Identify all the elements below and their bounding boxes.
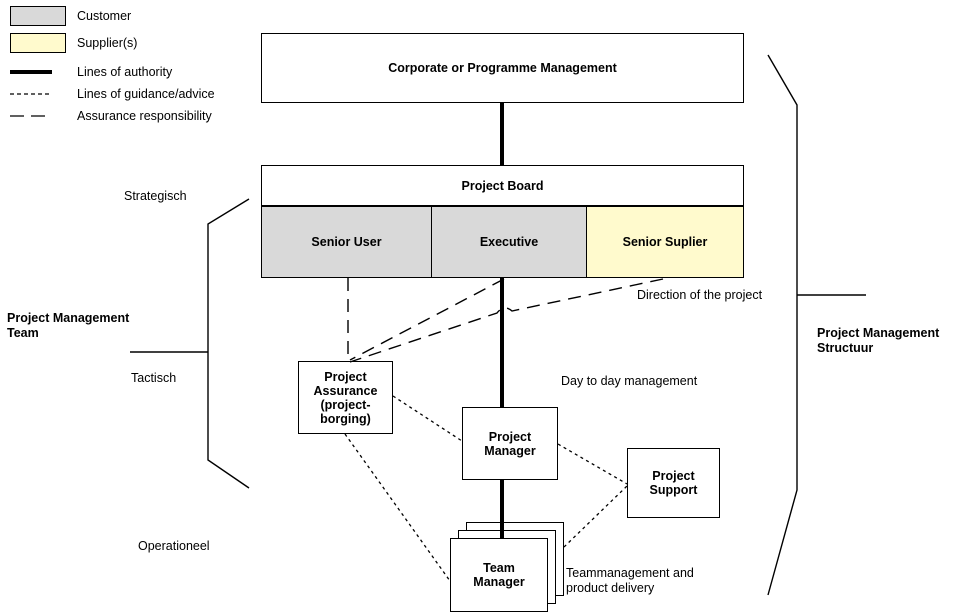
guidance-assurance-to-team-manager <box>344 433 451 582</box>
node-senior-user[interactable]: Senior User <box>261 206 432 278</box>
guidance-assurance-to-pm <box>392 395 463 442</box>
brace-label-pm-team: Project Management Team <box>7 311 130 340</box>
legend-swatch-customer <box>10 6 66 26</box>
node-project-board[interactable]: Project Board <box>261 165 744 207</box>
legend-label-suppliers: Supplier(s) <box>77 36 138 50</box>
node-project-assurance[interactable]: Project Assurance (project- borging) <box>298 361 393 434</box>
brace-label-pm-structuur: Project Management Structuur <box>817 326 940 355</box>
node-senior-supplier[interactable]: Senior Suplier <box>586 206 744 278</box>
node-executive[interactable]: Executive <box>431 206 587 278</box>
brace-left <box>207 198 250 489</box>
legend-label-customer: Customer <box>77 9 132 23</box>
node-project-support[interactable]: Project Support <box>627 448 720 518</box>
node-corporate-or-programme-management[interactable]: Corporate or Programme Management <box>261 33 744 103</box>
legend-label-guidance: Lines of guidance/advice <box>77 87 215 101</box>
legend-label-authority: Lines of authority <box>77 65 173 79</box>
annotation-team-management-delivery: Teammanagement and product delivery <box>566 566 694 595</box>
guidance-pm-to-support <box>557 443 628 485</box>
node-team-manager[interactable]: Team Manager <box>450 538 548 612</box>
guidance-team-manager-to-support <box>563 485 628 548</box>
level-label-operational: Operationeel <box>138 539 210 553</box>
level-label-strategic: Strategisch <box>124 189 187 203</box>
assurance-senior-supplier-to-assurance <box>349 278 664 363</box>
level-label-tactical: Tactisch <box>131 371 177 385</box>
annotation-day-to-day-management: Day to day management <box>561 374 698 388</box>
legend-label-assurance: Assurance responsibility <box>77 109 212 123</box>
annotation-direction-of-project: Direction of the project <box>637 288 763 302</box>
brace-right <box>767 54 798 596</box>
node-project-manager[interactable]: Project Manager <box>462 407 558 480</box>
legend-swatch-suppliers <box>10 33 66 53</box>
assurance-executive-to-assurance <box>349 278 505 361</box>
